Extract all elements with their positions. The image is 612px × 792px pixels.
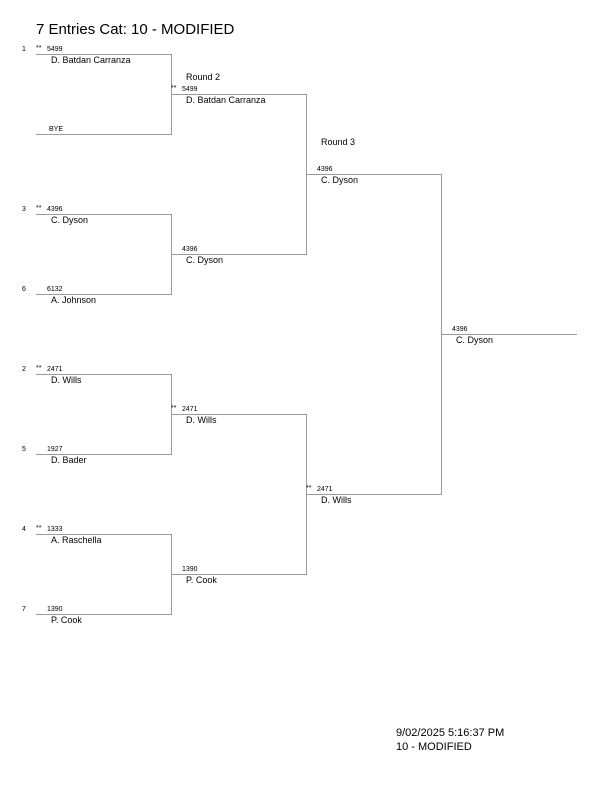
entry-name: A. Johnson (51, 295, 97, 305)
bracket-line (36, 54, 172, 55)
entry-number: 1390 (182, 566, 198, 573)
entry-name: D. Wills (186, 415, 217, 425)
seed-marker: ** (171, 85, 177, 92)
seed-marker: ** (36, 525, 42, 532)
entry-name: P. Cook (51, 615, 82, 625)
bracket-line (171, 414, 307, 415)
entry-number: 2471 (182, 406, 198, 413)
round-3-label: Round 3 (321, 137, 356, 147)
bracket-line (171, 254, 307, 255)
seed-number: 5 (22, 446, 26, 453)
seed-number: 6 (22, 286, 26, 293)
entry-name: BYE (49, 126, 64, 133)
entry-name: D. Wills (51, 375, 82, 385)
entry-number: 2471 (317, 486, 333, 493)
entry-number: 1927 (47, 446, 63, 453)
bracket-line (36, 374, 172, 375)
seed-number: 7 (22, 606, 26, 613)
winner-name: C. Dyson (456, 335, 494, 345)
bracket-line (171, 94, 307, 95)
seed-marker: ** (36, 45, 42, 52)
bracket-line (36, 134, 172, 135)
entry-number: 5499 (47, 46, 63, 53)
print-timestamp: 9/02/2025 5:16:37 PM (396, 727, 505, 739)
entry-name: C. Dyson (321, 175, 359, 185)
entry-number: 6132 (47, 286, 63, 293)
entry-number: 4396 (47, 206, 63, 213)
bracket-line (36, 614, 172, 615)
entry-number: 5499 (182, 86, 198, 93)
bracket-line (36, 214, 172, 215)
seed-marker: ** (171, 405, 177, 412)
entry-number: 1390 (47, 606, 63, 613)
entry-name: C. Dyson (186, 255, 224, 265)
entry-number: 2471 (47, 366, 63, 373)
entry-name: C. Dyson (51, 215, 89, 225)
entry-name: D. Wills (321, 495, 352, 505)
bracket-line (306, 174, 442, 175)
entry-name: P. Cook (186, 575, 217, 585)
entry-name: D. Batdan Carranza (186, 95, 266, 105)
bracket-line (171, 574, 307, 575)
page-title: 7 Entries Cat: 10 - MODIFIED (36, 21, 235, 38)
seed-number: 2 (22, 366, 26, 373)
bracket-line (441, 334, 577, 335)
bracket-line (36, 534, 172, 535)
footer-category: 10 - MODIFIED (396, 741, 472, 753)
bracket-line (306, 494, 442, 495)
seed-marker: ** (36, 205, 42, 212)
seed-number: 4 (22, 526, 26, 533)
seed-number: 3 (22, 206, 26, 213)
seed-marker: ** (306, 485, 312, 492)
bracket-line (36, 294, 172, 295)
seed-marker: ** (36, 365, 42, 372)
entry-name: D. Batdan Carranza (51, 55, 131, 65)
seed-number: 1 (22, 46, 26, 53)
entry-number: 4396 (317, 166, 333, 173)
entry-number: 1333 (47, 526, 63, 533)
entry-name: A. Raschella (51, 535, 102, 545)
winner-number: 4396 (452, 326, 468, 333)
round-2-label: Round 2 (186, 72, 221, 82)
entry-number: 4396 (182, 246, 198, 253)
entry-name: D. Bader (51, 455, 87, 465)
bracket-line (36, 454, 172, 455)
